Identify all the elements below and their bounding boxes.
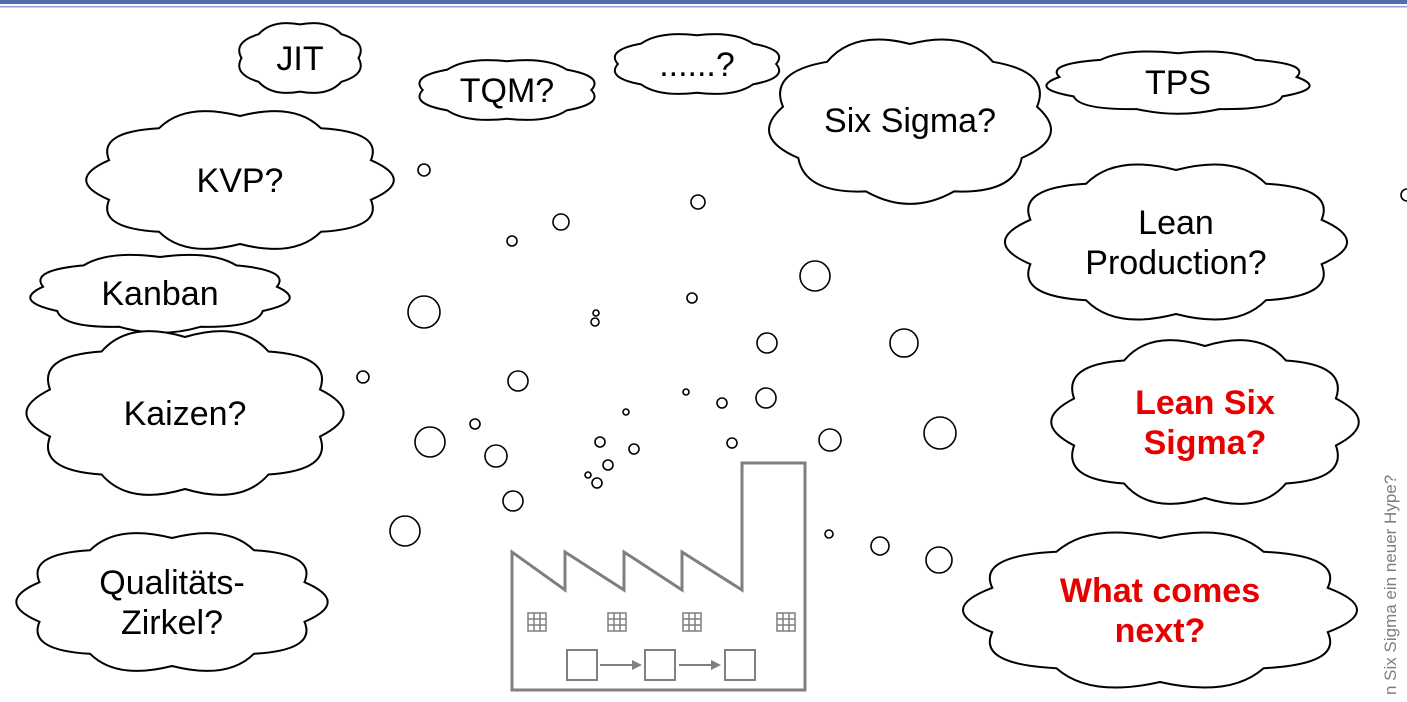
bubble [507, 370, 529, 392]
bubble [594, 436, 606, 448]
bubble [818, 428, 842, 452]
bubble [414, 426, 446, 458]
bubble [584, 471, 592, 479]
bubble [590, 317, 600, 327]
bubble [502, 490, 524, 512]
cloud-shape [418, 59, 596, 121]
bubble [755, 387, 777, 409]
bubble [484, 444, 508, 468]
cloud-label: ......? [659, 46, 735, 84]
bubble [923, 416, 957, 450]
bubble [628, 443, 640, 455]
bubble [591, 477, 603, 489]
cloud-label: Production? [1085, 244, 1266, 282]
bubble [682, 388, 690, 396]
cloud-dots: ......? [613, 33, 781, 95]
cloud-shape [25, 330, 345, 496]
bubble [690, 194, 706, 210]
cloud-label: Kaizen? [124, 395, 247, 433]
bubble [356, 370, 370, 384]
cloud-shape [613, 33, 781, 95]
cloud-shape [1050, 339, 1360, 505]
cloud-label: Six Sigma? [824, 102, 996, 140]
cloud-kanban: Kanban [29, 253, 291, 334]
bubble [592, 309, 600, 317]
cloud-label: TPS [1145, 64, 1211, 102]
bubble [726, 437, 738, 449]
cloud-label: Sigma? [1144, 424, 1267, 462]
cloud-tps: TPS [1045, 50, 1311, 115]
bubble [407, 295, 441, 329]
cloud-qualitaets-zirkel: Qualitäts-Zirkel? [15, 532, 329, 672]
bubble [756, 332, 778, 354]
bubbles [356, 163, 1407, 574]
cloud-label: Lean [1138, 204, 1214, 242]
cloud-shape [85, 110, 395, 250]
bubble [870, 536, 890, 556]
cloud-label: Qualitäts- [99, 564, 245, 602]
bubble [1400, 188, 1407, 202]
cloud-label: Kanban [101, 275, 218, 313]
header-rule [0, 0, 1407, 8]
bubble [686, 292, 698, 304]
cloud-label: Zirkel? [121, 604, 223, 642]
bubble [716, 397, 728, 409]
cloud-jit: JIT [238, 22, 362, 94]
bubble [799, 260, 831, 292]
cloud-shape [768, 38, 1052, 205]
bubble [469, 418, 481, 430]
cloud-label: JIT [276, 40, 323, 78]
bubble [925, 546, 953, 574]
cloud-shape [1003, 163, 1349, 321]
cloud-label: TQM? [460, 72, 554, 110]
cloud-shape [961, 531, 1359, 689]
cloud-label: next? [1115, 612, 1206, 650]
cloud-label: What comes [1060, 572, 1260, 610]
bubble [824, 529, 834, 539]
cloud-kvp: KVP? [85, 110, 395, 250]
factory-windows [527, 612, 796, 632]
process-flow [566, 649, 756, 681]
cloud-six-sigma: Six Sigma? [768, 38, 1052, 205]
bubble [417, 163, 431, 177]
cloud-shape [15, 532, 329, 672]
cloud-kaizen: Kaizen? [25, 330, 345, 496]
cloud-shape [1045, 50, 1311, 115]
bubble [389, 515, 421, 547]
bubble [602, 459, 614, 471]
side-caption: n Six Sigma ein neuer Hype? [1381, 475, 1400, 695]
bubble [889, 328, 919, 358]
cloud-tqm: TQM? [418, 59, 596, 121]
bubble [506, 235, 518, 247]
cloud-label: Lean Six [1135, 384, 1275, 422]
cloud-label: KVP? [197, 162, 284, 200]
bubble [622, 408, 630, 416]
bubble [552, 213, 570, 231]
factory-icon [510, 461, 807, 692]
cloud-shape [238, 22, 362, 94]
